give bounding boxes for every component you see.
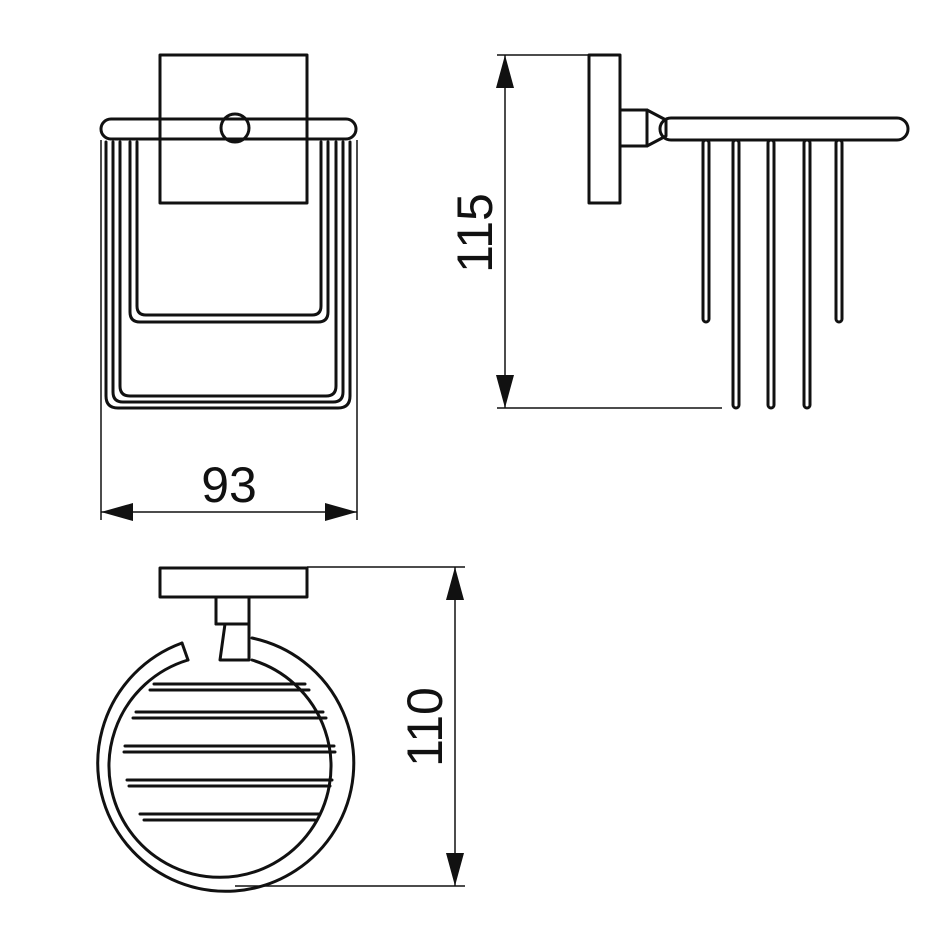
basket-wire-outer xyxy=(104,140,352,410)
dimension-width-label: 93 xyxy=(201,457,257,513)
arrow-left xyxy=(101,503,133,521)
wire-3 xyxy=(766,138,776,410)
side-view: 115 xyxy=(447,53,910,410)
basket-wire-2 xyxy=(111,140,345,404)
dimension-height-label: 115 xyxy=(447,193,503,273)
ring-inner xyxy=(107,658,333,879)
basket-wire-3 xyxy=(118,140,338,398)
rail-side xyxy=(658,116,910,142)
wall-plate-front xyxy=(158,53,309,205)
arrow-down xyxy=(496,375,514,408)
top-view: 110 xyxy=(96,566,465,893)
basket-inner-outer xyxy=(128,140,330,324)
arrow-up-2 xyxy=(446,567,464,600)
ring-outer xyxy=(96,636,356,893)
arrow-right xyxy=(325,503,357,521)
wire-5 xyxy=(834,138,844,324)
arrow-down-2 xyxy=(446,853,464,886)
wire-4 xyxy=(802,138,812,410)
dimension-depth-label: 110 xyxy=(397,687,453,767)
mount-screw-front xyxy=(219,112,251,144)
front-view: 93 xyxy=(99,53,358,521)
wall-plate-side xyxy=(587,53,622,205)
wire-1 xyxy=(701,138,711,324)
wire-2 xyxy=(731,138,741,410)
top-rail-front xyxy=(99,117,358,141)
ring-end-left xyxy=(180,641,190,662)
connector-top xyxy=(214,595,251,662)
basket-inner-2 xyxy=(135,140,323,317)
wall-plate-top xyxy=(158,566,309,599)
arrow-up xyxy=(496,55,514,88)
